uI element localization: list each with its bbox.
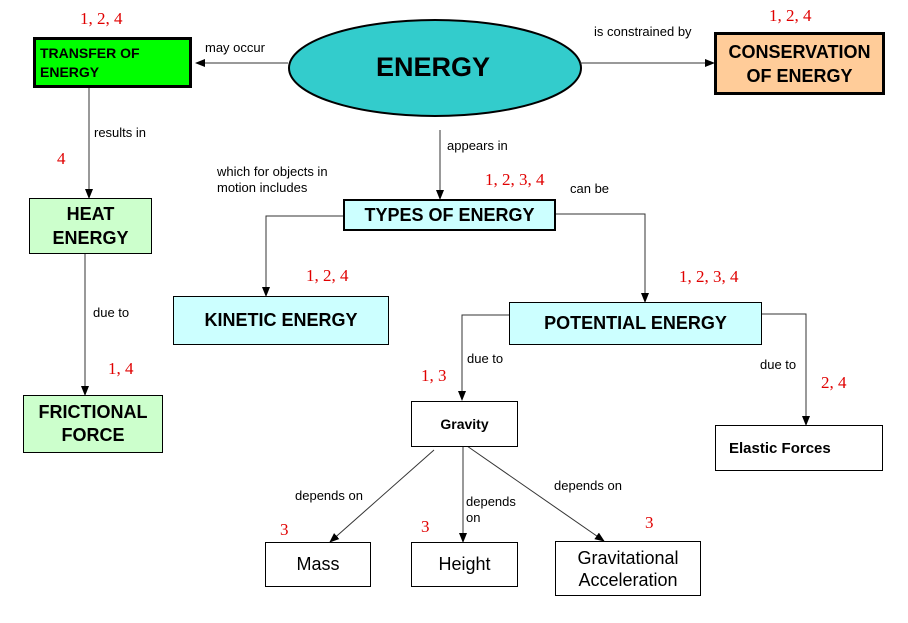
transfer-of-energy-text: TRANSFER OF ENERGY — [40, 44, 140, 80]
number-frictional: 1, 4 — [108, 359, 134, 378]
arrow-to-elastic — [762, 313, 810, 426]
number-types: 1, 2, 3, 4 — [485, 170, 545, 189]
number-conservation: 1, 2, 4 — [769, 6, 812, 25]
label-results-in: results in — [94, 125, 147, 140]
label-appears-in: appears in — [447, 138, 508, 153]
elastic-forces-text: Elastic Forces — [729, 439, 831, 457]
heat-energy-text: HEAT ENERGY — [52, 204, 129, 248]
number-transfer: 1, 2, 4 — [80, 9, 123, 28]
number-height: 3 — [421, 517, 430, 536]
arrow-to-kinetic — [262, 215, 344, 297]
conservation-of-energy-node: CONSERVATION OF ENERGY — [714, 32, 885, 95]
mass-node: Mass — [265, 542, 371, 587]
number-elastic: 2, 4 — [821, 373, 847, 392]
gravity-text: Gravity — [440, 416, 489, 432]
transfer-of-energy-node: TRANSFER OF ENERGY — [33, 37, 192, 88]
gravitational-acceleration-text: Gravitational Acceleration — [577, 547, 679, 590]
gravitational-acceleration-node: Gravitational Acceleration — [555, 541, 701, 596]
label-due-to-friction: due to — [93, 305, 130, 320]
arrow-to-mass — [329, 449, 435, 543]
number-grav-accel: 3 — [645, 513, 654, 532]
label-due-to-elastic: due to — [760, 357, 797, 372]
conservation-of-energy-text: CONSERVATION OF ENERGY — [728, 41, 871, 86]
types-of-energy-node: TYPES OF ENERGY — [343, 199, 556, 231]
label-depends-mass: depends on — [295, 488, 363, 503]
arrow-to-grav-accel — [466, 445, 605, 542]
mass-text: Mass — [296, 554, 340, 574]
heat-energy-node: HEAT ENERGY — [29, 198, 152, 254]
frictional-force-node: FRICTIONAL FORCE — [23, 395, 163, 453]
frictional-force-text: FRICTIONAL FORCE — [38, 402, 148, 445]
energy-ellipse — [288, 19, 582, 117]
potential-energy-text: POTENTIAL ENERGY — [544, 313, 727, 333]
height-text: Height — [438, 554, 491, 574]
number-gravity: 1, 3 — [421, 366, 447, 385]
label-can-be: can be — [570, 181, 610, 196]
label-depends-height: depends on — [466, 494, 516, 525]
kinetic-energy-text: KINETIC ENERGY — [204, 310, 358, 330]
number-potential: 1, 2, 3, 4 — [679, 267, 739, 286]
height-node: Height — [411, 542, 518, 587]
label-due-to-gravity: due to — [467, 351, 504, 366]
label-depends-grav: depends on — [554, 478, 622, 493]
kinetic-energy-node: KINETIC ENERGY — [173, 296, 389, 345]
number-kinetic: 1, 2, 4 — [306, 266, 349, 285]
potential-energy-node: POTENTIAL ENERGY — [509, 302, 762, 345]
label-constrained: is constrained by — [594, 24, 692, 39]
energy-title: ENERGY — [375, 52, 491, 82]
arrow-to-potential — [555, 213, 649, 303]
label-motion-includes: which for objects in motion includes — [217, 164, 328, 195]
label-may-occur: may occur — [205, 40, 265, 55]
gravity-node: Gravity — [411, 401, 518, 447]
types-of-energy-text: TYPES OF ENERGY — [364, 204, 535, 225]
arrow-to-gravity — [458, 314, 509, 401]
number-mass: 3 — [280, 520, 289, 539]
number-heat: 4 — [57, 149, 66, 168]
elastic-forces-node: Elastic Forces — [715, 425, 883, 471]
